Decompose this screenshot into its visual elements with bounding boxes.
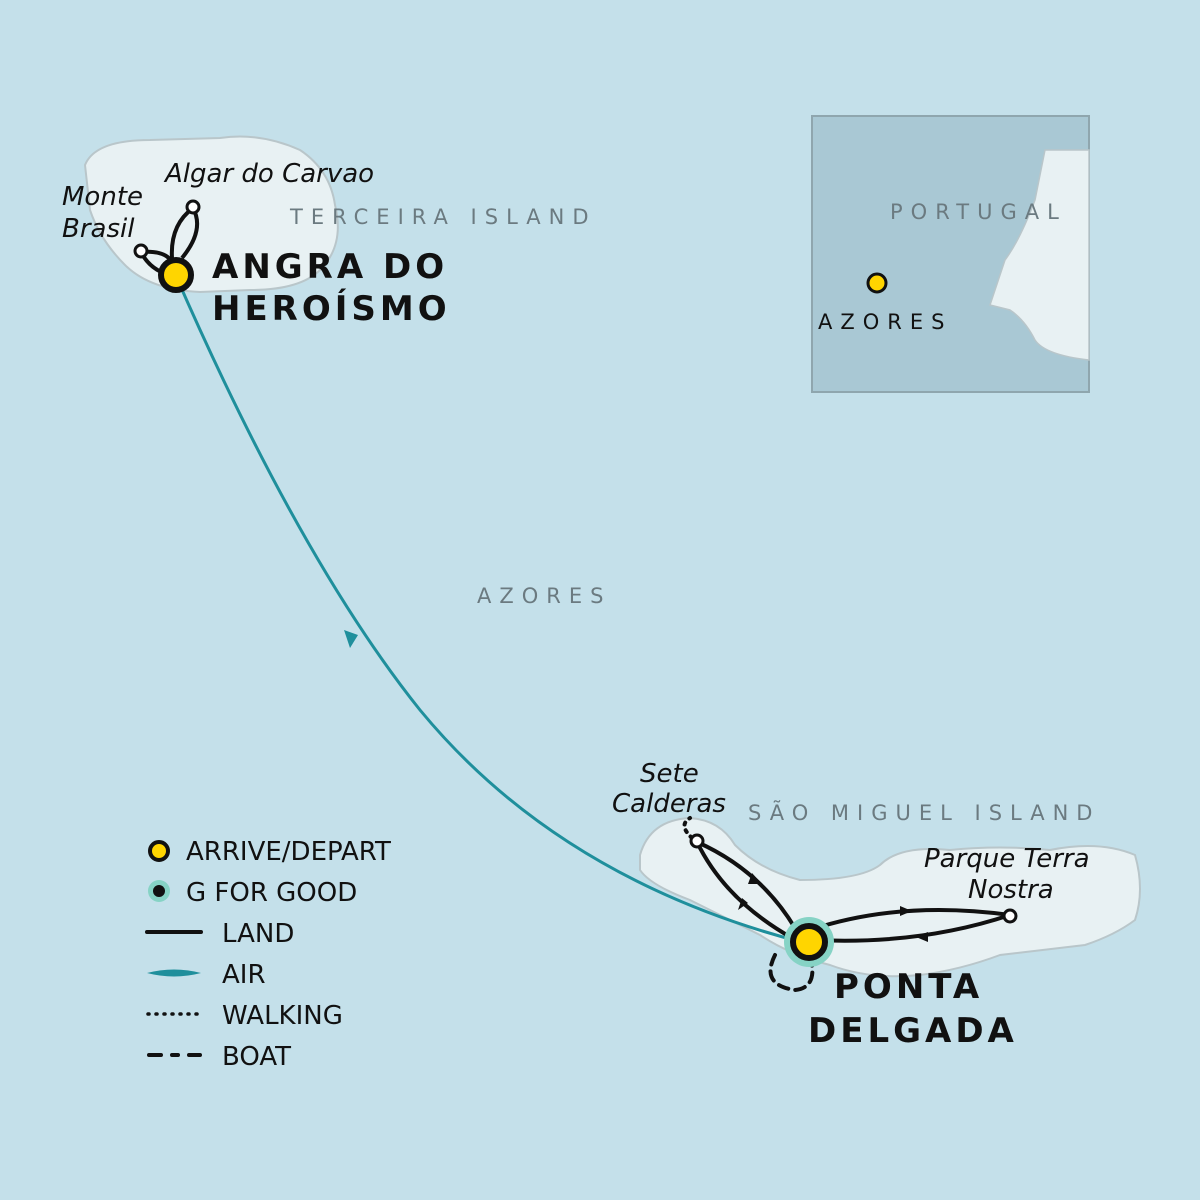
monte-label-2: Brasil [62, 214, 135, 244]
portugal-label: PORTUGAL [890, 200, 1067, 224]
legend-label: AIR [222, 960, 266, 990]
sao-miguel-label: SÃO MIGUEL ISLAND [748, 799, 1100, 825]
legend-label: G FOR GOOD [186, 878, 357, 908]
route-arrow-icon [738, 873, 928, 942]
legend-label: BOAT [222, 1042, 291, 1072]
land-route [695, 841, 793, 940]
angra-label-1: ANGRA DO [212, 247, 448, 287]
legend: ARRIVE/DEPART G FOR GOOD LAND AIR WALKIN… [145, 837, 391, 1072]
angra-label-2: HEROÍSMO [212, 288, 451, 329]
sete-calderas-marker [689, 833, 705, 849]
land-route [814, 913, 1011, 943]
parque-label-2: Nostra [968, 875, 1054, 905]
ponta-delgada-arrive-depart-marker [790, 923, 828, 961]
arrive-depart-icon [148, 840, 170, 862]
air-route [174, 275, 806, 945]
terceira-label: TERCEIRA ISLAND [289, 205, 597, 229]
sete-label-2: Calderas [612, 789, 726, 819]
walking-route [682, 816, 694, 840]
air-line-icon [147, 969, 201, 977]
monte-label-1: Monte [62, 182, 143, 212]
inset-map: PORTUGAL AZORES [811, 115, 1090, 393]
air-arrow-icon [344, 630, 358, 648]
parque-label-1: Parque Terra [924, 844, 1090, 874]
algar-label: Algar do Carvao [163, 159, 374, 189]
ponta-label-1: PONTA [834, 967, 983, 1007]
parque-terra-nostra-marker [1002, 908, 1018, 924]
sete-label-1: Sete [640, 759, 699, 789]
legend-label: LAND [222, 919, 294, 949]
azores-marker [866, 272, 888, 294]
boat-route [768, 953, 815, 993]
angra-arrive-depart-marker [158, 257, 194, 293]
azores-inset-label: AZORES [818, 310, 952, 334]
legend-label: ARRIVE/DEPART [186, 837, 391, 867]
ponta-label-2: DELGADA [808, 1011, 1018, 1051]
azores-label: AZORES [477, 584, 611, 608]
portugal-land [989, 149, 1090, 361]
algar-do-carvao-marker [185, 199, 201, 215]
legend-label: WALKING [222, 1001, 343, 1031]
sao-miguel-island [639, 816, 1141, 978]
monte-brasil-marker [133, 243, 149, 259]
